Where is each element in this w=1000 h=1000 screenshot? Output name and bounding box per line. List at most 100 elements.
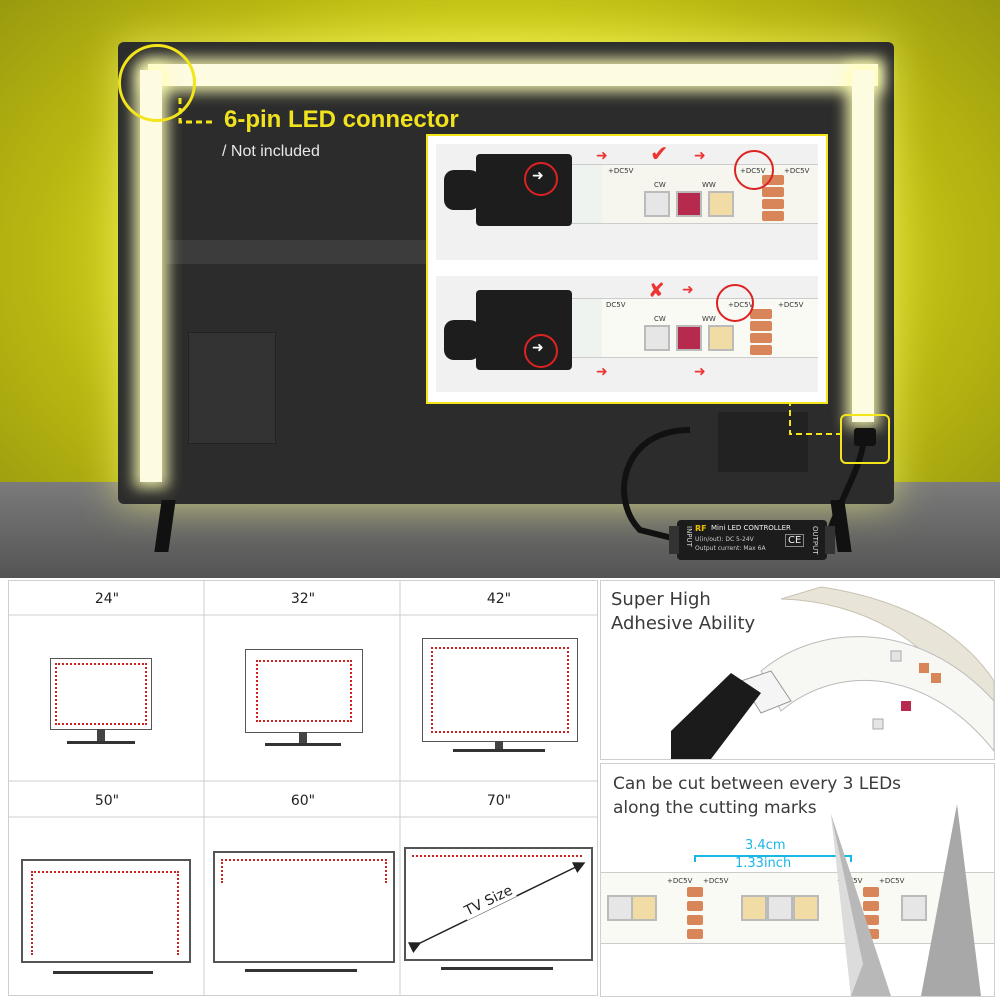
plug-arrow-icon: ➜ <box>532 340 544 356</box>
led-path-60 <box>221 859 387 883</box>
red-arrow-icon: ➜ <box>682 282 694 298</box>
dc-label-right: +DC5V <box>778 301 804 309</box>
solder-pad <box>750 333 772 343</box>
cut-strip: +DC5V +DC5V +DC5V +DC5V <box>601 872 994 944</box>
connector-highlight-circle <box>118 44 196 122</box>
tv-panel-plate <box>188 332 276 444</box>
led-strip-segment: DC5V CW WW +DC5V +DC5V <box>572 298 818 358</box>
incorrect-connection-photo: ➜ DC5V CW WW +DC5V +DC5V ✘ ➜ ➜ ➜ <box>436 276 818 392</box>
connector-sleeve <box>572 299 602 357</box>
x-mark-icon: ✘ <box>648 278 665 302</box>
tv-stand-60 <box>245 969 357 972</box>
tv-port-block <box>718 412 808 472</box>
red-arrow-icon: ➜ <box>596 148 608 164</box>
led-strip-right <box>852 70 874 422</box>
led-strip-segment: +DC5V CW WW +DC5V +DC5V <box>572 164 818 224</box>
red-arrow-icon: ➜ <box>694 148 706 164</box>
led-path-70 <box>412 855 582 857</box>
cutting-panel: Can be cut between every 3 LEDs along th… <box>600 763 995 997</box>
connector-sleeve <box>572 165 602 223</box>
cut-pad <box>863 901 879 911</box>
connection-inset: ➜ +DC5V CW WW +DC5V +DC5V ➜ ➜ ✔ <box>426 134 828 404</box>
led-chip-ww <box>631 895 657 921</box>
hero-photo: 6-pin LED connector / Not included ➜ +DC… <box>0 0 1000 578</box>
cut-pad <box>687 901 703 911</box>
cut-pad <box>687 887 703 897</box>
led-path-24 <box>55 663 147 725</box>
connector-callout-note: / Not included <box>222 143 320 160</box>
led-chip-ww <box>708 191 734 217</box>
plug-arrow-icon: ➜ <box>532 168 544 184</box>
cut-pad <box>687 929 703 939</box>
ww-label: WW <box>702 181 716 189</box>
led-chip-ww <box>708 325 734 351</box>
led-controller: INPUT RF Mini LED CONTROLLER U(in/out): … <box>669 520 835 560</box>
size-label-24: 24" <box>94 591 120 607</box>
solder-pad <box>750 321 772 331</box>
led-chip-rgb <box>676 191 702 217</box>
plug-arrow-circle <box>524 334 558 368</box>
led-path-32 <box>256 660 352 722</box>
tv-outline-24 <box>50 658 152 730</box>
led-chip-ww <box>793 895 819 921</box>
scissors-icon <box>831 804 981 996</box>
measure-cm: 3.4cm <box>745 838 786 853</box>
controller-voltage: U(in/out): DC 5-24V <box>695 536 754 543</box>
tv-neck-24 <box>97 729 105 741</box>
led-chip-cw <box>644 191 670 217</box>
cut-pad <box>687 915 703 925</box>
cw-label: CW <box>654 181 666 189</box>
tv-outline-42 <box>422 638 578 742</box>
controller-input-label: INPUT <box>685 526 693 547</box>
dc-label-left: +DC5V <box>608 167 634 175</box>
connector-cable <box>444 320 480 360</box>
dc-label: +DC5V <box>703 877 729 885</box>
led-path-50 <box>31 871 179 955</box>
tv-stand-32 <box>265 743 341 746</box>
dc-highlight-circle <box>734 150 774 190</box>
controller-output-label: OUTPUT <box>811 526 819 555</box>
led-chip <box>767 895 793 921</box>
adhesive-strip-illustration <box>671 586 994 759</box>
tv-stand-50 <box>53 971 153 974</box>
red-arrow-icon: ➜ <box>596 364 608 380</box>
controller-brand: RF <box>695 524 707 533</box>
adhesive-title-line2: Adhesive Ability <box>611 613 756 634</box>
cw-label: CW <box>654 315 666 323</box>
connector-plug <box>476 154 572 226</box>
size-label-32: 32" <box>290 591 316 607</box>
solder-pad <box>750 309 772 319</box>
connector-plug <box>476 290 572 370</box>
tv-neck-32 <box>299 732 307 743</box>
tv-neck-42 <box>495 741 503 749</box>
led-path-42 <box>431 647 569 733</box>
led-strip-left <box>140 70 162 482</box>
tv-stand-24 <box>67 741 135 744</box>
cut-pad <box>863 887 879 897</box>
solder-pad <box>762 187 784 197</box>
solder-pad <box>762 211 784 221</box>
dc-label: +DC5V <box>879 877 905 885</box>
controller-name: Mini LED CONTROLLER <box>711 524 791 532</box>
connector-cable <box>444 170 480 210</box>
size-label-42: 42" <box>486 591 512 607</box>
led-chip-ww <box>741 895 767 921</box>
adhesive-title-line1: Super High <box>611 589 711 610</box>
solder-pad <box>762 199 784 209</box>
measure-bracket <box>694 855 852 862</box>
cutting-title-line1: Can be cut between every 3 LEDs <box>613 774 902 794</box>
cutting-title-line2: along the cutting marks <box>613 798 817 818</box>
solder-pad <box>750 345 772 355</box>
correct-connection-photo: ➜ +DC5V CW WW +DC5V +DC5V ➜ ➜ ✔ <box>436 144 818 260</box>
adhesive-panel: Super High Adhesive Ability <box>600 580 995 760</box>
right-connector-highlight <box>840 414 890 464</box>
tv-stand-70 <box>441 967 553 970</box>
led-chip-rgb <box>676 325 702 351</box>
led-strip-top <box>148 64 878 86</box>
size-label-50: 50" <box>94 793 120 809</box>
red-arrow-icon: ➜ <box>694 364 706 380</box>
dc-label: +DC5V <box>667 877 693 885</box>
connector-callout-label: 6-pin LED connector <box>224 106 459 133</box>
size-label-60: 60" <box>290 793 316 809</box>
tv-stand-42 <box>453 749 545 752</box>
